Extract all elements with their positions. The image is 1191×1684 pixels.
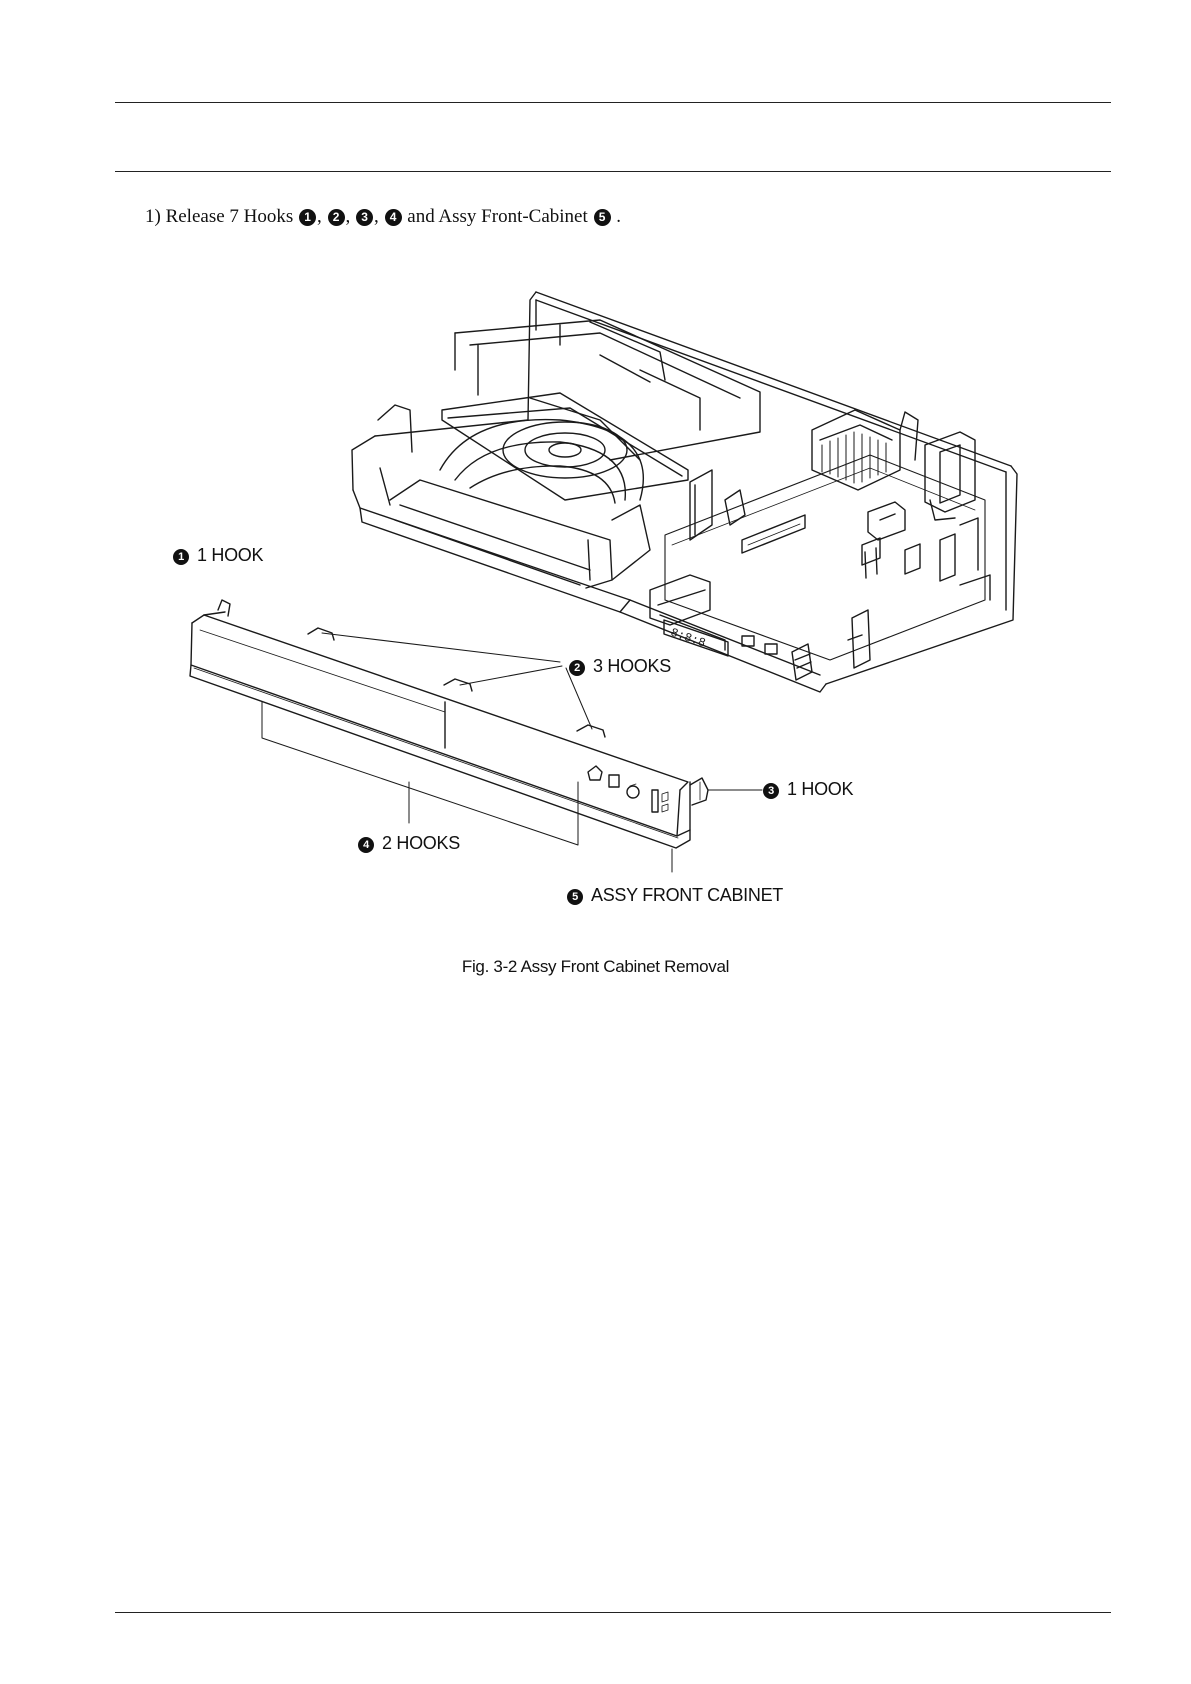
callout-4-hooks: 4 2 HOOKS <box>357 833 460 854</box>
instruction-prefix: 1) Release 7 Hooks <box>145 206 293 227</box>
header-rule-bottom <box>115 171 1111 172</box>
hook-badge-2: 2 <box>328 209 345 226</box>
callout-badge-4: 4 <box>358 837 374 853</box>
footer-rule <box>115 1612 1111 1613</box>
callout-label-1: 1 HOOK <box>197 545 263 565</box>
callout-label-2: 3 HOOKS <box>593 656 671 676</box>
callout-label-5: ASSY FRONT CABINET <box>591 885 783 905</box>
instruction-separator: , <box>317 206 322 227</box>
front-cabinet-drawing <box>190 600 708 848</box>
chassis-drawing <box>352 292 1017 692</box>
instruction-text: 1) Release 7 Hooks 1, 2, 3, 4 and Assy F… <box>145 206 621 228</box>
hook-badge-1: 1 <box>299 209 316 226</box>
leader-lines <box>262 633 762 872</box>
instruction-suffix: . <box>616 206 621 227</box>
hook-badge-4: 4 <box>385 209 402 226</box>
hook-badge-3: 3 <box>356 209 373 226</box>
board-display-digits: 8:8:8 <box>669 626 708 651</box>
callout-badge-3: 3 <box>763 783 779 799</box>
callout-label-4: 2 HOOKS <box>382 833 460 853</box>
callout-label-3: 1 HOOK <box>787 779 853 799</box>
instruction-separator: , <box>374 206 379 227</box>
callout-badge-2: 2 <box>569 660 585 676</box>
figure-caption: Fig. 3-2 Assy Front Cabinet Removal <box>0 957 1191 977</box>
instruction-middle: and Assy Front-Cabinet <box>407 206 588 227</box>
instruction-separator: , <box>346 206 351 227</box>
callout-1-hook: 1 1 HOOK <box>172 545 263 566</box>
callout-2-hooks: 2 3 HOOKS <box>568 656 671 677</box>
callout-3-hook: 3 1 HOOK <box>762 779 853 800</box>
header-rule-top <box>115 102 1111 103</box>
callout-badge-5: 5 <box>567 889 583 905</box>
callout-5-cabinet: 5 ASSY FRONT CABINET <box>566 885 783 906</box>
cabinet-badge-5: 5 <box>594 209 611 226</box>
callout-badge-1: 1 <box>173 549 189 565</box>
